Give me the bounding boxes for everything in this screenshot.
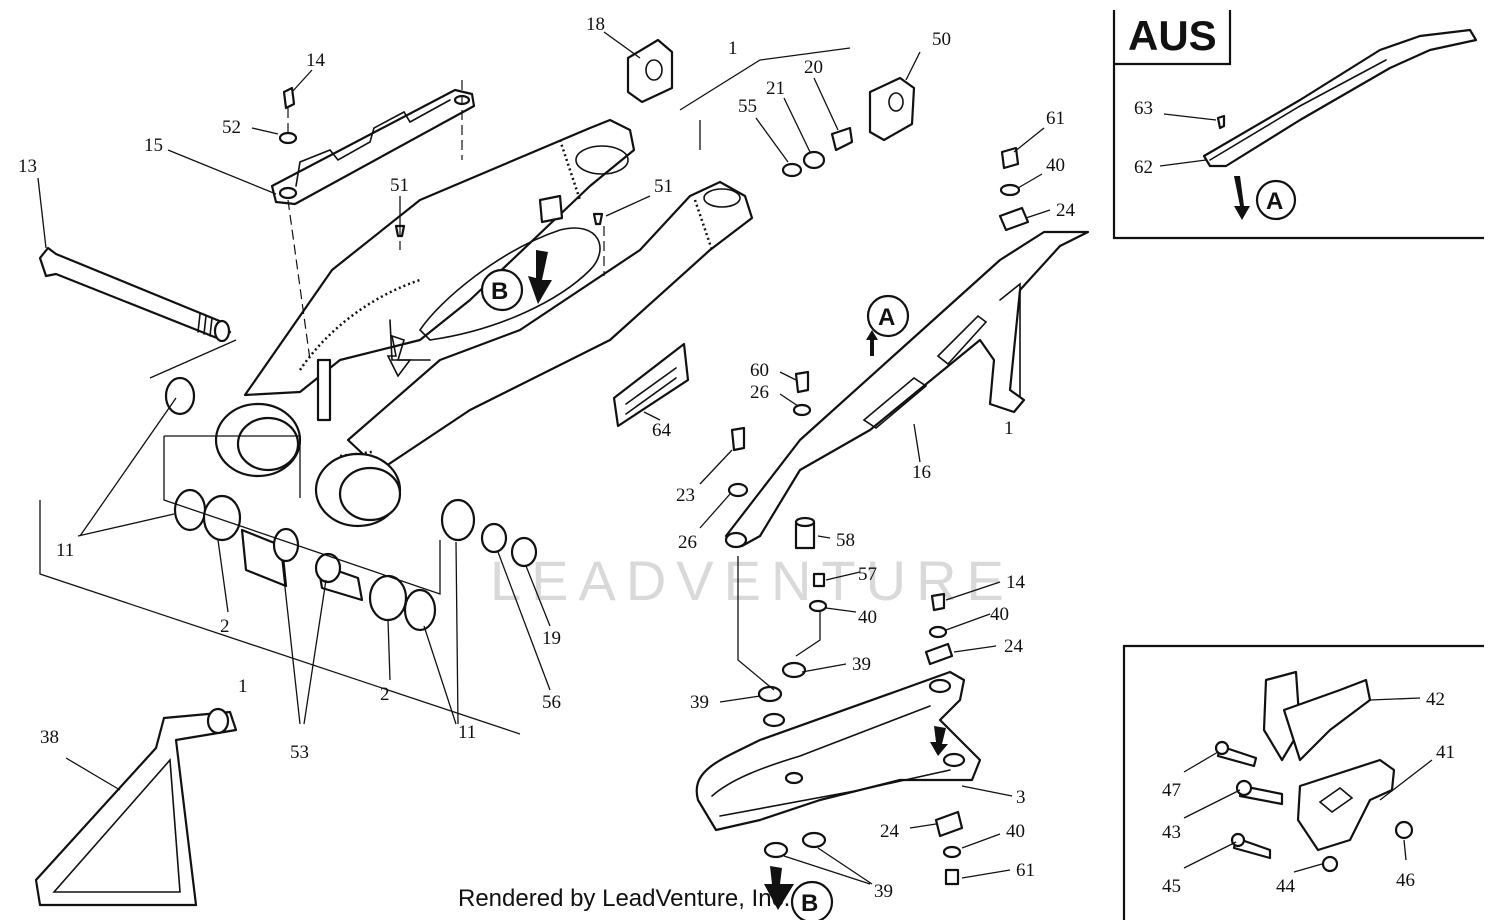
callout-63: 63 [1134,98,1153,119]
axle-13 [38,246,232,343]
ref-b-upper: B [491,278,508,305]
callout-58: 58 [836,530,855,551]
watermark: LEADVENTURE [490,549,1014,612]
callout-40-mid: 40 [990,604,1009,625]
callout-23: 23 [676,485,695,506]
callout-45: 45 [1162,876,1181,897]
swingarm-16-assembly [214,118,754,528]
callout-16: 16 [912,462,931,483]
callout-11-right: 11 [458,722,476,743]
callout-60: 60 [750,360,769,381]
callout-44: 44 [1276,876,1296,897]
callout-42: 42 [1426,689,1445,710]
callout-15: 15 [144,135,163,156]
callout-51-left: 51 [390,175,409,196]
callout-40-top: 40 [1046,155,1065,176]
bearing-kit [164,376,538,632]
aus-inset: AUS [1112,10,1484,240]
callout-20: 20 [804,57,823,78]
callout-55: 55 [738,96,757,117]
callout-11-left: 11 [56,540,74,561]
callout-50: 50 [932,29,951,50]
callout-61-top: 61 [1046,108,1065,129]
ref-a-chain: A [878,304,895,331]
callout-24-top: 24 [1056,200,1076,221]
callout-13: 13 [18,156,37,177]
credit-text: Rendered by LeadVenture, Inc. [458,885,790,912]
callout-51-right: 51 [654,176,673,197]
callout-38: 38 [40,727,59,748]
callout-19: 19 [542,628,561,649]
callout-39-left: 39 [690,692,709,713]
reference-markers: B A A B [480,179,1297,920]
hardware-top [278,38,916,238]
callout-26-bottom: 26 [678,532,697,553]
callout-24-bottom: 24 [880,821,900,842]
callout-47: 47 [1162,780,1181,801]
leader-lines [37,31,1433,885]
callout-61-bottom: 61 [1016,860,1035,881]
callout-14-bottom: 14 [1006,572,1026,593]
callout-64: 64 [652,420,672,441]
ref-b-lower: B [801,890,818,917]
callout-56: 56 [542,692,561,713]
callout-53: 53 [290,742,309,763]
callout-21: 21 [766,78,785,99]
callout-40-bottom: 40 [1006,821,1025,842]
aus-label: AUS [1128,12,1217,59]
callout-2-right: 2 [380,684,390,705]
callout-39-upper: 39 [852,654,871,675]
callout-62: 62 [1134,157,1153,178]
callout-24-mid: 24 [1004,636,1024,657]
callout-41: 41 [1436,742,1455,763]
callout-57: 57 [858,564,877,585]
callout-26-top: 26 [750,382,769,403]
callout-1-chain: 1 [1004,418,1014,439]
stand-38 [34,707,238,907]
chain-slider-3 [695,556,982,910]
callout-1-left: 1 [238,676,248,697]
callout-40-left: 40 [858,607,877,628]
callout-14-top: 14 [306,50,326,71]
callout-1-top: 1 [728,38,738,59]
callout-46: 46 [1396,870,1415,891]
callout-labels: 18 1 50 14 20 21 55 52 15 13 51 51 61 40… [18,14,1455,902]
chain-guide-15 [270,88,476,206]
callout-39-bottom: 39 [874,881,893,902]
callout-52: 52 [222,117,241,138]
ref-a-inset: A [1266,188,1283,215]
callout-2-left: 2 [220,616,230,637]
callout-18: 18 [586,14,605,35]
chain-guard-16 [612,146,1090,550]
bracket-outlines [39,47,851,735]
callout-3: 3 [1016,787,1026,808]
callout-43: 43 [1162,822,1181,843]
sprocket-guard-inset [1122,644,1484,920]
